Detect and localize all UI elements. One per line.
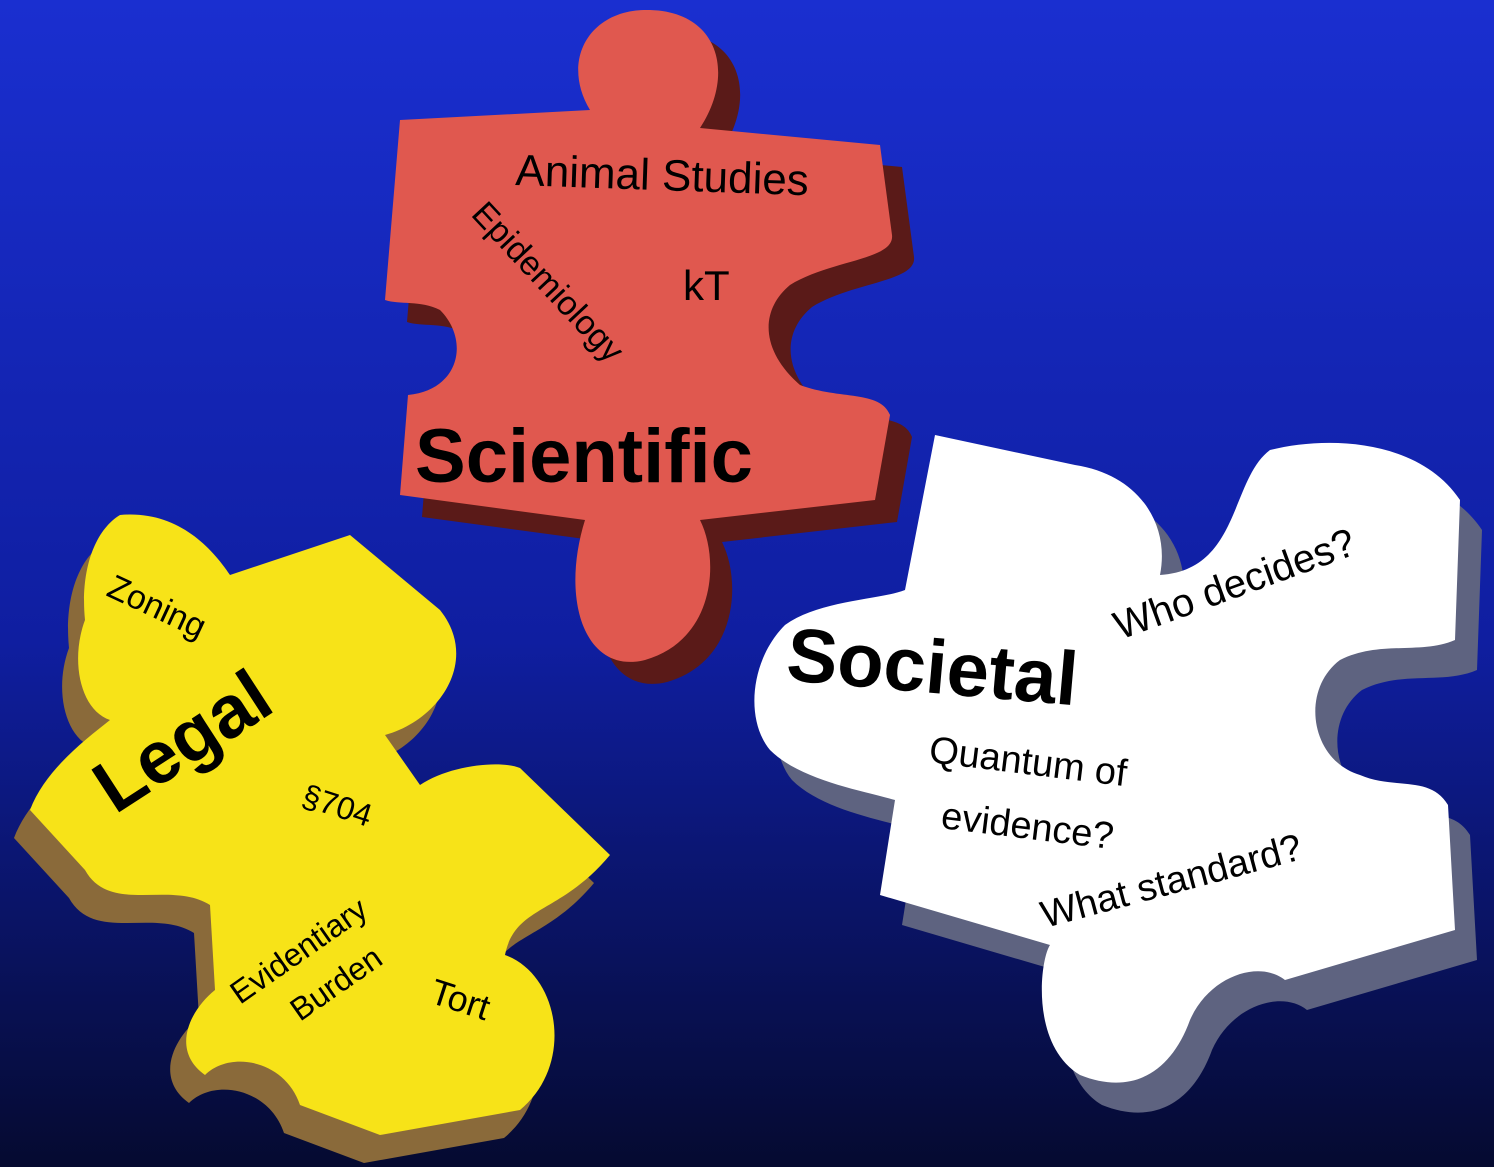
legal-piece: Zoning Legal §704 Evidentiary Burden Tor… bbox=[14, 514, 610, 1163]
term-animal-studies: Animal Studies bbox=[515, 146, 810, 205]
term-kt: kT bbox=[683, 262, 730, 309]
societal-piece: Who decides? Societal Quantum of evidenc… bbox=[754, 435, 1482, 1113]
scientific-title: Scientific bbox=[415, 414, 753, 499]
scientific-piece: Animal Studies Epidemiology kT Scientifi… bbox=[385, 9, 915, 684]
